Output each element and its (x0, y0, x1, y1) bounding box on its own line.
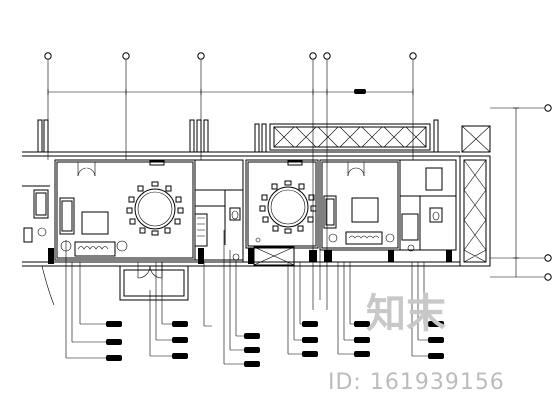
dining-table-icon (259, 180, 317, 234)
watermark-id: ID: 161939156 (328, 370, 505, 395)
private-room-3 (319, 159, 401, 251)
leader-tag-icon (302, 321, 318, 327)
grid-bubble-icon (409, 52, 417, 160)
private-room-1 (54, 159, 196, 279)
leader-tag-icon (302, 351, 318, 357)
leader-tag-icon (428, 321, 444, 327)
sofa-icon (74, 241, 116, 257)
service-block-2 (399, 159, 457, 252)
stair-block (253, 246, 295, 266)
grid-bubble-icon (122, 52, 130, 160)
leader-tag-icon (244, 333, 260, 339)
sofa-icon (59, 197, 75, 235)
grid-bubble-icon (490, 273, 552, 281)
leader-tag-icon (106, 321, 122, 327)
coffee-table-icon (81, 211, 109, 235)
leader-tag-icon (354, 321, 370, 327)
leader-tag-icon (172, 353, 188, 359)
grid-axis-top (44, 52, 417, 160)
sofa-icon (323, 195, 337, 229)
entrance-vestibule (119, 265, 189, 301)
counter-icon (194, 213, 208, 247)
facade-panel-corner (461, 125, 491, 153)
coffee-table-icon (351, 197, 379, 223)
leader-tag-icon (172, 321, 188, 327)
left-lounge (22, 185, 55, 306)
watermark: 知末 ID: 161939156 (328, 291, 505, 395)
watermark-logo: 知末 (366, 291, 446, 337)
toilet-icon (229, 207, 241, 221)
callout-leaders (65, 160, 428, 365)
leader-tag-icon (302, 337, 318, 343)
leader-tag-icon (354, 89, 366, 94)
leader-tag-icon (354, 351, 370, 357)
facade-panel-top (269, 123, 431, 151)
leader-tag-icon (106, 355, 122, 361)
callout-tags (106, 89, 444, 367)
counter-icon (401, 213, 419, 241)
leader-tag-icon (428, 337, 444, 343)
leader-tag-icon (428, 353, 444, 359)
sofa-icon (345, 231, 383, 245)
leader-tag-icon (244, 347, 260, 353)
service-block-1 (194, 159, 244, 262)
private-room-2 (245, 159, 319, 249)
building-outline (22, 119, 460, 267)
leader-tag-icon (354, 337, 370, 343)
leader-tag-icon (106, 339, 122, 345)
grid-bubble-icon (323, 52, 331, 160)
dimension-line-top (47, 89, 414, 95)
sofa-icon (33, 189, 49, 219)
facade-panel-right (459, 155, 491, 267)
toilet-icon (429, 207, 443, 223)
leader-tag-icon (172, 337, 188, 343)
leader-tag-icon (244, 361, 260, 367)
side-table-icon (23, 227, 33, 243)
grid-axis-right (490, 104, 552, 281)
grid-bubble-icon (309, 52, 317, 160)
dining-table-icon (126, 181, 184, 236)
grid-bubble-icon (490, 254, 552, 262)
grid-bubble-icon (490, 104, 552, 112)
